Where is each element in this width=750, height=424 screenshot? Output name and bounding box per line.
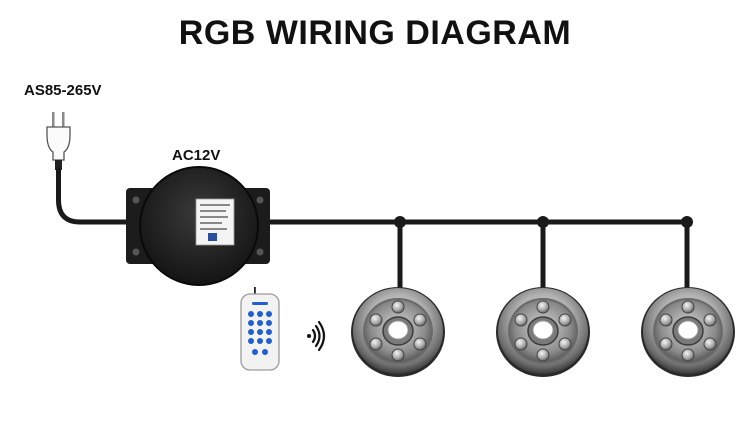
remote-control-icon <box>240 287 280 371</box>
diagram-title: RGB WIRING DIAGRAM <box>178 14 572 52</box>
transformer-output-label: AC12V <box>172 147 221 164</box>
junction-1 <box>394 216 406 290</box>
ring-light-icon <box>495 286 591 378</box>
junction-2 <box>537 216 549 290</box>
transformer-icon <box>126 166 270 286</box>
power-plug-icon <box>46 112 71 170</box>
input-cable <box>56 167 135 225</box>
input-voltage-label: AS85-265V <box>24 82 102 99</box>
wireless-signal-icon <box>307 320 326 352</box>
ring-light-icon <box>350 286 446 378</box>
ring-light-icon <box>640 286 736 378</box>
junction-3 <box>681 216 693 290</box>
